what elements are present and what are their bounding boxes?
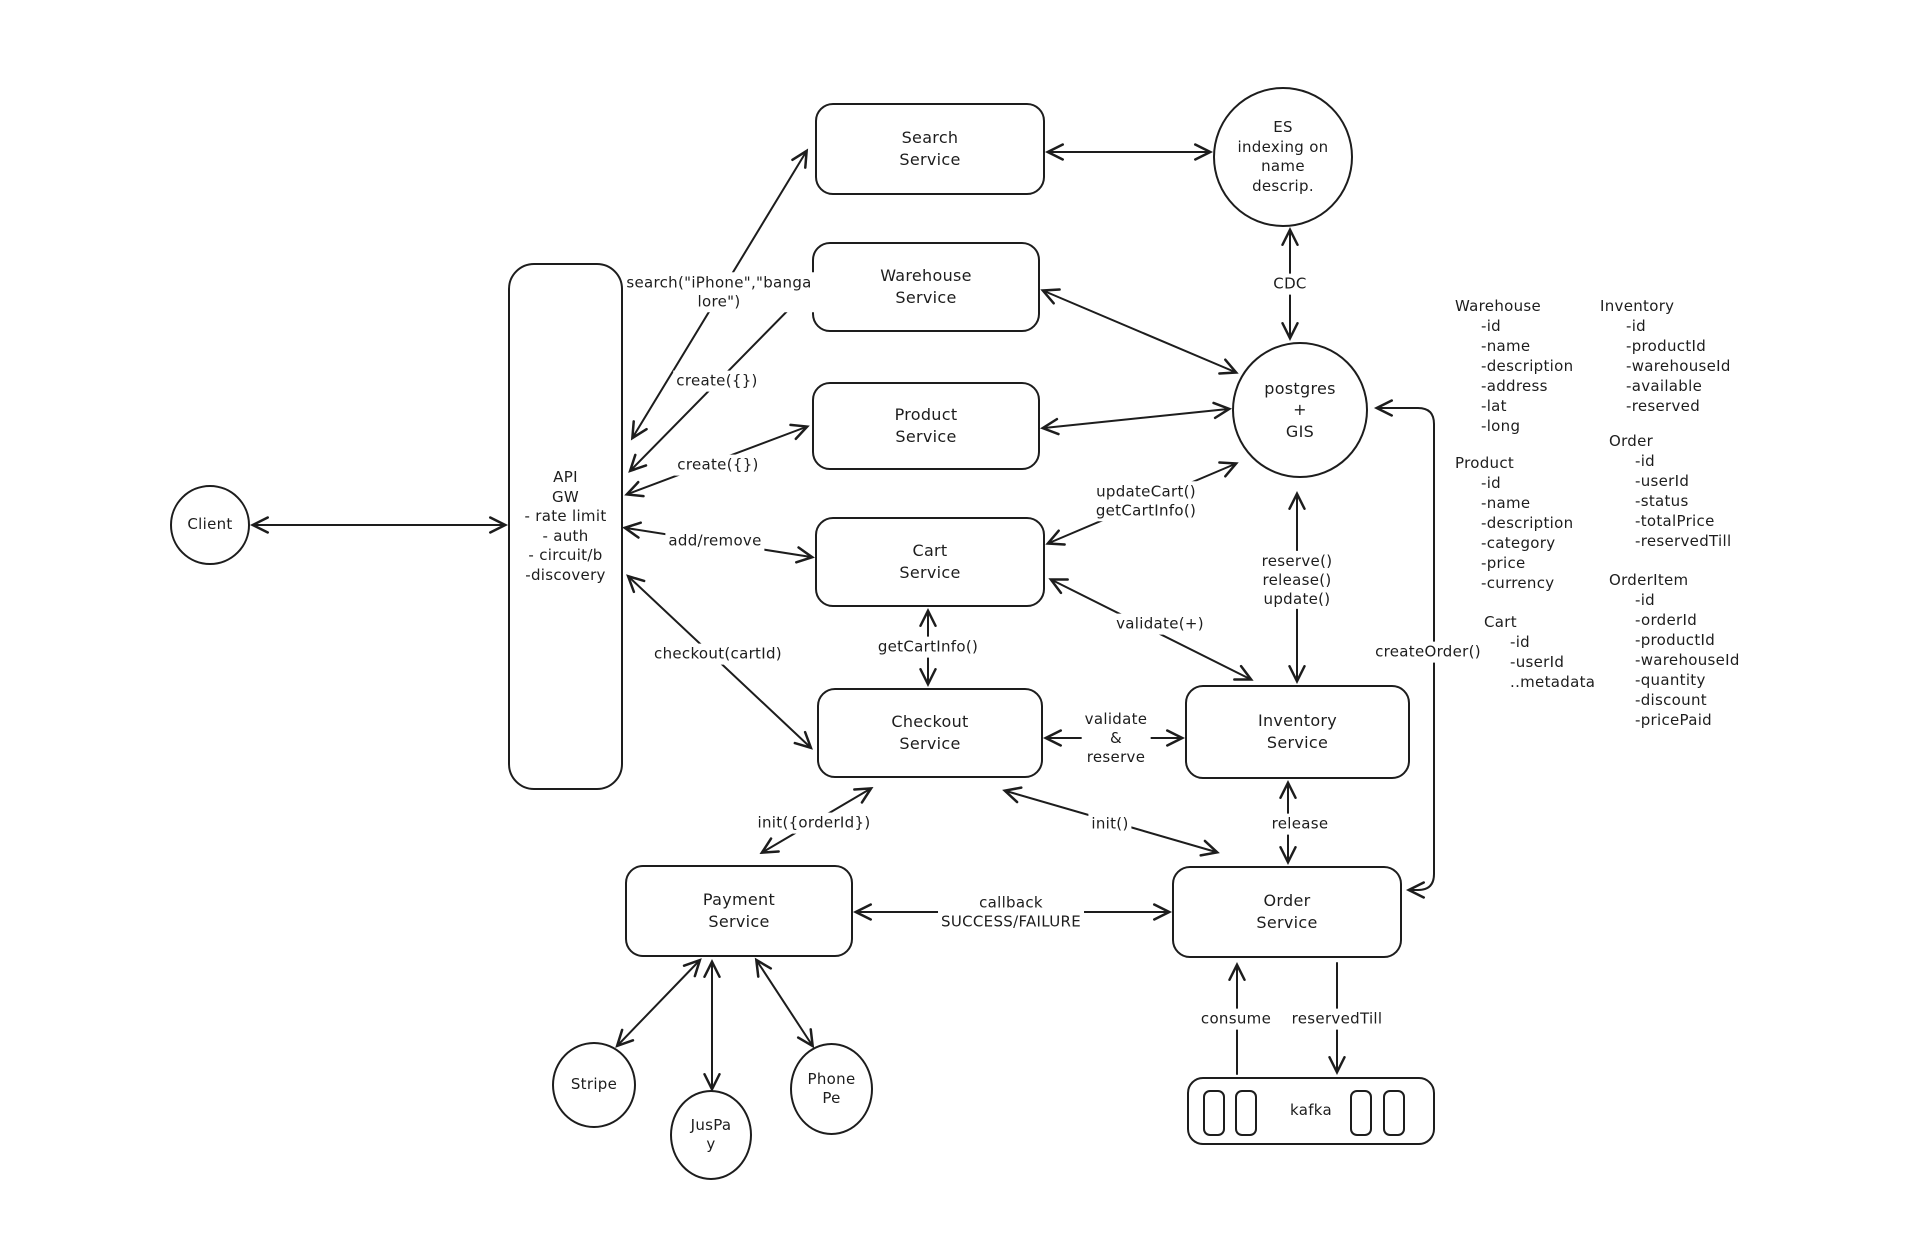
node-inventory-service[interactable]: Inventory Service: [1185, 685, 1410, 779]
node-payment-service[interactable]: Payment Service: [625, 865, 853, 957]
node-api-gateway[interactable]: API GW - rate limit - auth - circuit/b -…: [508, 263, 623, 790]
edge-label-init-orderid[interactable]: init({orderId}): [754, 812, 874, 834]
entity-orderitem-title: OrderItem: [1609, 571, 1689, 589]
edge-label-createorder[interactable]: createOrder(): [1372, 641, 1484, 663]
warehouse-service-label: Warehouse Service: [880, 266, 972, 307]
node-phonepe[interactable]: Phone Pe: [790, 1043, 873, 1135]
juspay-label: JusPa y: [690, 1115, 732, 1154]
stripe-label: Stripe: [570, 1075, 618, 1094]
edge-label-reservedtill[interactable]: reservedTill: [1288, 1008, 1386, 1030]
node-juspay[interactable]: JusPa y: [670, 1090, 752, 1180]
entity-product-title: Product: [1455, 454, 1515, 472]
edge-payment-phonepe[interactable]: [754, 957, 815, 1049]
kafka-partition-icon: [1235, 1090, 1257, 1136]
node-cart-service[interactable]: Cart Service: [815, 517, 1045, 607]
phonepe-label: Phone Pe: [807, 1069, 856, 1108]
edge-label-add-remove[interactable]: add/remove: [665, 530, 765, 552]
node-postgres-gis[interactable]: postgres + GIS: [1232, 342, 1368, 478]
entity-orderitem-fields: -id -orderId -productId -warehouseId -qu…: [1635, 591, 1740, 729]
edge-label-release[interactable]: release: [1268, 813, 1332, 835]
edge-label-updatecart[interactable]: updateCart() getCartInfo(): [1092, 481, 1200, 521]
postgres-gis-label: postgres + GIS: [1264, 378, 1336, 441]
api-gateway-label: API GW - rate limit - auth - circuit/b -…: [524, 468, 607, 584]
edge-label-search-call[interactable]: search("iPhone","banga lore"): [623, 272, 815, 312]
edge-product-postgres[interactable]: [1039, 401, 1233, 436]
entity-cart[interactable]: Cart -id -userId ..metadata: [1484, 612, 1595, 692]
entity-order-fields: -id -userId -status -totalPrice -reserve…: [1635, 452, 1732, 550]
entity-orderitem[interactable]: OrderItem -id -orderId -productId -wareh…: [1609, 570, 1740, 730]
node-stripe[interactable]: Stripe: [552, 1042, 636, 1128]
entity-order[interactable]: Order -id -userId -status -totalPrice -r…: [1609, 431, 1731, 551]
elasticsearch-label: ES indexing on name descrip.: [1237, 118, 1329, 195]
entity-inventory-title: Inventory: [1600, 297, 1675, 315]
edge-label-create-warehouse[interactable]: create({}): [673, 370, 761, 392]
inventory-service-label: Inventory Service: [1257, 711, 1338, 752]
client-label: Client: [187, 515, 233, 534]
product-service-label: Product Service: [894, 405, 958, 446]
order-service-label: Order Service: [1256, 891, 1318, 932]
kafka-label: kafka: [1289, 1101, 1332, 1120]
entity-inventory-fields: -id -productId -warehouseId -available -…: [1626, 317, 1731, 415]
edge-label-checkout-cartid[interactable]: checkout(cartId): [651, 643, 785, 665]
kafka-partition-icon: [1203, 1090, 1225, 1136]
node-elasticsearch[interactable]: ES indexing on name descrip.: [1213, 87, 1353, 227]
entity-warehouse[interactable]: Warehouse -id -name -description -addres…: [1455, 296, 1573, 436]
node-search-service[interactable]: Search Service: [815, 103, 1045, 195]
search-service-label: Search Service: [899, 128, 961, 169]
entity-order-title: Order: [1609, 432, 1654, 450]
edge-label-reserve-release-update[interactable]: reserve() release() update(): [1258, 550, 1336, 610]
node-product-service[interactable]: Product Service: [812, 382, 1040, 470]
edge-label-create-product[interactable]: create({}): [674, 454, 762, 476]
edge-label-callback[interactable]: callback SUCCESS/FAILURE: [938, 892, 1084, 932]
edge-label-validate-reserve[interactable]: validate & reserve: [1081, 708, 1151, 768]
checkout-service-label: Checkout Service: [891, 712, 969, 753]
entity-cart-title: Cart: [1484, 613, 1517, 631]
node-client[interactable]: Client: [170, 485, 250, 565]
edge-label-validate-plus[interactable]: validate(+): [1113, 613, 1207, 635]
entity-warehouse-fields: -id -name -description -address -lat -lo…: [1481, 317, 1574, 435]
cart-service-label: Cart Service: [899, 541, 961, 582]
edge-payment-stripe[interactable]: [615, 958, 702, 1048]
entity-product[interactable]: Product -id -name -description -category…: [1455, 453, 1573, 593]
edge-label-getcartinfo[interactable]: getCartInfo(): [874, 636, 982, 658]
kafka-partition-icon: [1350, 1090, 1372, 1136]
entity-cart-fields: -id -userId ..metadata: [1510, 633, 1596, 691]
edge-label-init[interactable]: init(): [1088, 813, 1132, 835]
node-order-service[interactable]: Order Service: [1172, 866, 1402, 958]
payment-service-label: Payment Service: [702, 890, 776, 931]
edge-label-consume[interactable]: consume: [1197, 1008, 1275, 1030]
edge-label-cdc[interactable]: CDC: [1270, 273, 1310, 295]
kafka-partition-icon: [1383, 1090, 1405, 1136]
entity-inventory[interactable]: Inventory -id -productId -warehouseId -a…: [1600, 296, 1731, 416]
node-warehouse-service[interactable]: Warehouse Service: [812, 242, 1040, 332]
entity-warehouse-title: Warehouse: [1455, 297, 1542, 315]
node-checkout-service[interactable]: Checkout Service: [817, 688, 1043, 778]
edge-warehouse-postgres[interactable]: [1040, 288, 1239, 375]
entity-product-fields: -id -name -description -category -price …: [1481, 474, 1574, 592]
